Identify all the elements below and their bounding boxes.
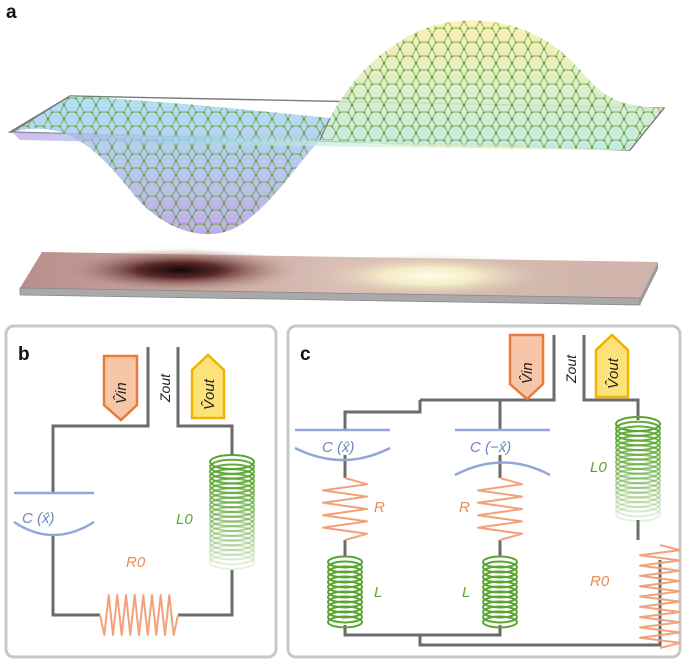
- inductor-b-turn: [209, 501, 255, 518]
- inductor-b-turn: [209, 544, 255, 561]
- inductor-c-right-turn: [615, 468, 661, 485]
- wire-right-top: [176, 347, 234, 455]
- panel-c: c V̂in Zout V̂out C (x̂): [286, 324, 682, 659]
- inductor-c-left-turn: [327, 615, 363, 629]
- inductor-c-right-turn: [615, 463, 661, 480]
- inductor-c-left-turn: [327, 610, 363, 624]
- panel-b: b V̂in Zout V̂out C (x̂) L0 R0: [4, 324, 278, 659]
- resistor-c-right-zigzag: [639, 544, 681, 649]
- sheet-edges: [11, 95, 665, 151]
- zout-label: Zout: [157, 373, 173, 403]
- inductor-c-right-label: L0: [590, 459, 607, 476]
- inductor-b-turn: [209, 520, 255, 537]
- vout-source: V̂out: [190, 353, 226, 420]
- vin-source: V̂in: [102, 354, 139, 422]
- resistor-c-mid: [477, 477, 523, 541]
- resistor-b: [99, 594, 179, 636]
- dark-spot: [60, 248, 300, 292]
- inductor-b: [209, 453, 255, 571]
- wire-c-top-a: [343, 400, 422, 430]
- vin-label-c: V̂in: [519, 362, 536, 384]
- inductor-c-right-turn: [615, 505, 661, 523]
- inductor-b-label: L0: [176, 511, 193, 528]
- capacitor-c-mid-label: C (−x̂): [470, 439, 511, 456]
- resistor-c-mid-label: R: [459, 499, 470, 516]
- resistor-c-left: [322, 477, 368, 541]
- slab-end: [640, 262, 658, 305]
- wire-c-top-left: [500, 335, 556, 402]
- vout-label-c: V̂out: [605, 357, 622, 389]
- inductor-c-right-turn: [615, 496, 661, 513]
- inductor-c-right-turn: [615, 458, 661, 475]
- wire-left-top: [51, 347, 150, 493]
- panel-c-frame: [286, 324, 682, 659]
- resistor-b-label: R0: [126, 554, 146, 571]
- vout-label: V̂out: [201, 378, 218, 410]
- inductor-b-turn: [209, 534, 255, 551]
- capacitor-c-mid: C (−x̂): [454, 428, 551, 477]
- inductor-b-turn: [209, 525, 255, 542]
- inductor-b-turn: [209, 511, 255, 528]
- inductor-c-right-turn: [615, 487, 661, 504]
- panel-c-letter: c: [300, 344, 311, 365]
- inductor-b-turn: [209, 553, 255, 571]
- resistor-c-right-label: R0: [590, 573, 610, 590]
- inductor-c-right: [615, 415, 661, 523]
- resistor-c-left-zigzag: [322, 477, 368, 541]
- resistor-c-mid-zigzag: [477, 477, 523, 541]
- resistor-c-right: [639, 544, 681, 649]
- trough-lattice: [12, 96, 330, 235]
- inductor-c-right-turn: [615, 472, 661, 489]
- capacitor-c-left-label: C (x̂): [322, 439, 355, 456]
- inductor-b-turn: [209, 539, 255, 556]
- capacitor-b-label: C (x̂): [22, 510, 55, 527]
- panel-b-letter: b: [18, 344, 30, 365]
- inductor-b-turn: [209, 506, 255, 523]
- inductor-b-turn: [209, 515, 255, 532]
- vin-label: V̂in: [113, 382, 130, 404]
- zout-label-c: Zout: [563, 354, 579, 384]
- inductor-c-mid-turn: [482, 610, 518, 624]
- inductor-c-mid-label: L: [462, 584, 470, 601]
- capacitor-c-left: C (x̂): [294, 428, 391, 462]
- panel-b-frame: [4, 324, 278, 659]
- inductor-c-mid-turn: [482, 615, 518, 629]
- inductor-c-left-label: L: [374, 584, 382, 601]
- inductor-c-right-turn: [615, 491, 661, 508]
- inductor-b-turn: [209, 549, 255, 566]
- capacitor-b: C (x̂): [13, 491, 95, 537]
- resistor-b-zigzag: [99, 594, 179, 636]
- inductor-c-right-turn: [615, 477, 661, 494]
- wire-c-top-right: [582, 335, 640, 420]
- vin-source-c: V̂in: [508, 333, 545, 401]
- inductor-c-right-turn: [615, 482, 661, 499]
- bright-spot: [310, 254, 550, 298]
- inductor-c-left: [327, 555, 363, 629]
- panel-a: a: [6, 2, 666, 306]
- resistor-c-left-label: R: [374, 499, 385, 516]
- sheet-front-edge: [12, 132, 630, 150]
- graphene-sheet: [7, 20, 666, 235]
- inductor-c-mid: [482, 555, 518, 629]
- inductor-c-right-turn: [615, 501, 661, 518]
- substrate-slab: [19, 248, 658, 306]
- wire-right-bottom: [178, 570, 234, 617]
- vout-source-c: V̂out: [594, 333, 630, 399]
- inductor-b-turn: [209, 530, 255, 547]
- wire-c-top-b: [420, 398, 502, 430]
- hill-lattice: [320, 20, 664, 150]
- panel-a-letter: a: [6, 2, 17, 23]
- wire-left-bottom: [51, 535, 100, 617]
